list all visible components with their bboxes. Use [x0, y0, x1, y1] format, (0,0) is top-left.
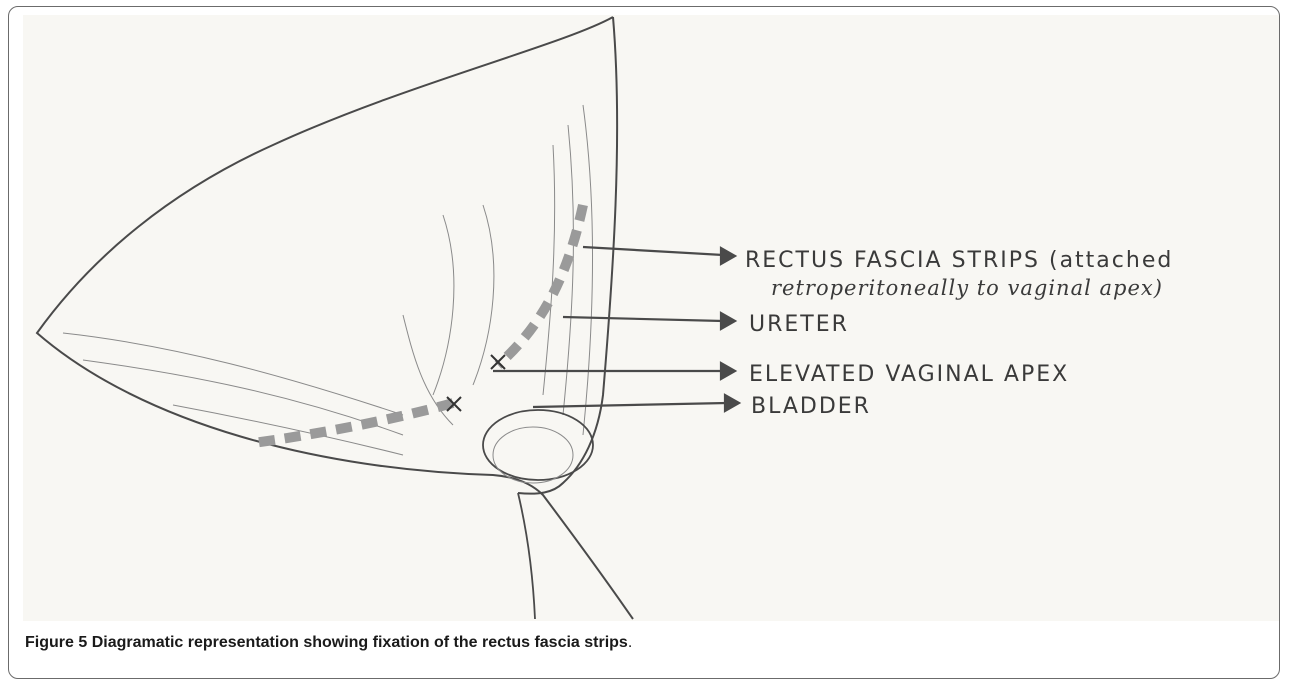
bladder-shape — [483, 410, 593, 480]
label-ureter: URETER — [749, 312, 849, 337]
figure-caption: Figure 5 Diagramatic representation show… — [25, 634, 632, 652]
rectus-strip-lower — [253, 403, 453, 443]
label-rectus-line2: retroperitoneally to vaginal apex) — [771, 276, 1163, 300]
lower-outlet — [518, 493, 535, 619]
arrow-ureter — [563, 317, 723, 321]
caption-number: Figure 5 — [25, 634, 87, 651]
caption-text: Diagramatic representation showing fixat… — [92, 634, 628, 651]
arrow-bladder — [533, 403, 727, 407]
label-vaginal-apex: ELEVATED VAGINAL APEX — [749, 362, 1069, 387]
rectus-strip-upper — [498, 205, 583, 365]
label-rectus-line1: RECTUS FASCIA STRIPS (attached — [745, 248, 1173, 273]
pelvic-sketch: RECTUS FASCIA STRIPS (attached retroperi… — [23, 15, 1280, 621]
figure-frame: RECTUS FASCIA STRIPS (attached retroperi… — [8, 6, 1280, 679]
caption-period: . — [628, 634, 632, 651]
fixation-marks — [447, 355, 505, 411]
label-bladder: BLADDER — [751, 394, 871, 419]
arrow-rectus — [583, 247, 723, 255]
fold-lines — [63, 105, 592, 455]
sketch-paper: RECTUS FASCIA STRIPS (attached retroperi… — [23, 15, 1280, 621]
bladder-inner — [493, 427, 573, 483]
